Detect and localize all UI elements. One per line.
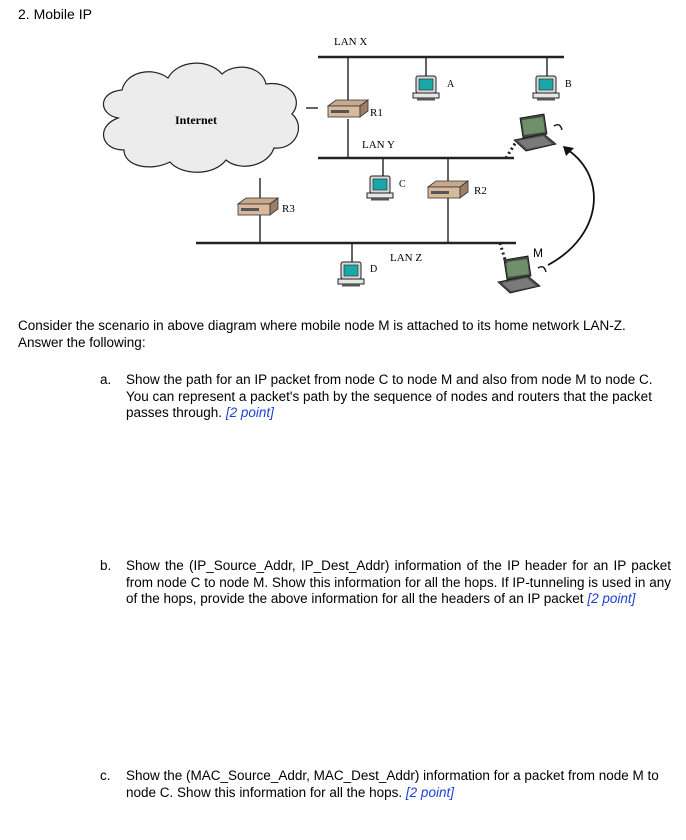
internet-cloud bbox=[102, 62, 300, 173]
router-r3-icon bbox=[237, 197, 279, 216]
router-r1-icon bbox=[327, 99, 369, 118]
node-c-label: C bbox=[399, 179, 406, 190]
computer-a-icon bbox=[412, 75, 440, 101]
router-r2-icon bbox=[427, 180, 469, 199]
mobile-node-laptop-icon bbox=[513, 113, 563, 152]
node-d-label: D bbox=[370, 264, 378, 275]
question-marker: b. bbox=[100, 558, 112, 573]
points-label: [2 point] bbox=[587, 591, 636, 606]
internet-label: Internet bbox=[175, 113, 217, 127]
node-b-label: B bbox=[565, 79, 572, 90]
movement-arrow bbox=[547, 149, 595, 266]
computer-b-icon bbox=[532, 75, 560, 101]
question-text: Show the (MAC_Source_Addr, MAC_Dest_Addr… bbox=[126, 768, 659, 800]
network-diagram bbox=[102, 55, 595, 294]
r2-label: R2 bbox=[474, 185, 487, 197]
question-text: Show the path for an IP packet from node… bbox=[126, 372, 653, 420]
points-label: [2 point] bbox=[405, 784, 454, 800]
question-text: Show the (IP_Source_Addr, IP_Dest_Addr) … bbox=[126, 558, 671, 606]
computer-d-icon bbox=[337, 261, 365, 287]
section-heading: 2. Mobile IP bbox=[18, 6, 92, 22]
lan-z-label: LAN Z bbox=[390, 252, 423, 264]
r1-label: R1 bbox=[370, 107, 383, 119]
points-label: [2 point] bbox=[225, 405, 274, 420]
node-a-label: A bbox=[447, 79, 455, 90]
lan-x-label: LAN X bbox=[334, 36, 368, 48]
question-marker: c. bbox=[100, 768, 111, 783]
node-m-label: M bbox=[533, 246, 543, 260]
computer-c-icon bbox=[366, 175, 394, 201]
intro-paragraph: Consider the scenario in above diagram w… bbox=[18, 318, 626, 350]
mobile-node-m-laptop-icon bbox=[497, 255, 547, 294]
r3-label: R3 bbox=[282, 203, 295, 215]
question-marker: a. bbox=[100, 372, 112, 387]
lan-y-label: LAN Y bbox=[362, 139, 395, 151]
